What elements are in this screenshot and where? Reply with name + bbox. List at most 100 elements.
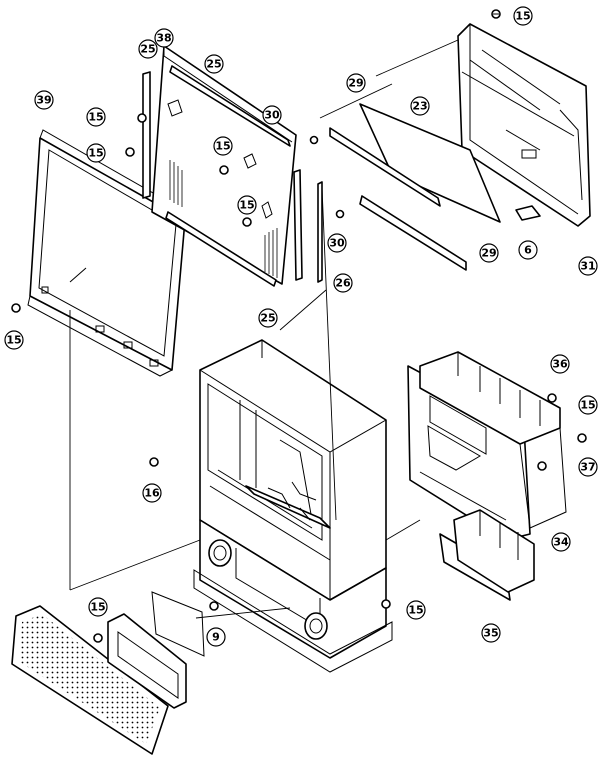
callout-label: 38 xyxy=(156,32,171,45)
callout-label: 15 xyxy=(515,10,530,23)
callout-label: 15 xyxy=(215,140,230,153)
callout-c34: 34 xyxy=(551,532,571,552)
callout-c15f: 15 xyxy=(4,330,24,350)
callout-c29a: 29 xyxy=(346,73,366,93)
callout-label: 15 xyxy=(239,199,254,212)
callout-label: 15 xyxy=(408,604,423,617)
callout-circle xyxy=(88,597,108,617)
callout-circle xyxy=(513,6,533,26)
callout-label: 6 xyxy=(524,244,532,257)
callout-circle xyxy=(213,136,233,156)
callout-label: 23 xyxy=(412,100,427,113)
callout-label: 26 xyxy=(335,277,351,290)
callout-circle xyxy=(481,623,501,643)
callout-c35: 35 xyxy=(481,623,501,643)
callout-circle xyxy=(578,457,598,477)
small-bracket-part xyxy=(515,205,541,221)
mirror-bracket-bottom-part xyxy=(359,195,467,271)
callout-c15c: 15 xyxy=(86,143,106,163)
callout-circle xyxy=(86,143,106,163)
callout-circle xyxy=(578,256,598,276)
callout-circle xyxy=(206,627,226,647)
rear-shelf-part xyxy=(419,351,567,529)
callout-c30a: 30 xyxy=(262,105,282,125)
callout-c15a: 15 xyxy=(513,6,533,26)
callout-circle xyxy=(4,330,24,350)
callout-c15g: 15 xyxy=(578,395,598,415)
callout-c29b: 29 xyxy=(479,243,499,263)
callout-c37: 37 xyxy=(578,457,598,477)
mirror-part xyxy=(359,103,501,223)
callout-c31: 31 xyxy=(578,256,598,276)
callout-circle xyxy=(518,240,538,260)
callout-label: 36 xyxy=(552,358,568,371)
left-speaker-part xyxy=(208,539,232,567)
callout-label: 30 xyxy=(329,237,345,250)
callout-circle xyxy=(333,273,353,293)
assembly-lines xyxy=(69,39,459,619)
callout-circle xyxy=(551,532,571,552)
callout-circle xyxy=(406,600,426,620)
callout-label: 15 xyxy=(90,601,105,614)
callout-circle xyxy=(237,195,257,215)
callout-label: 39 xyxy=(36,94,51,107)
callout-label: 9 xyxy=(212,631,220,644)
lower-panel-part xyxy=(439,509,535,601)
callout-c9: 9 xyxy=(206,627,226,647)
frame-strip-top-part xyxy=(169,65,291,147)
callout-c39: 39 xyxy=(34,90,54,110)
callout-c25b: 25 xyxy=(204,54,224,74)
callout-label: 29 xyxy=(481,247,496,260)
right-speaker-part xyxy=(304,612,328,640)
callout-circle xyxy=(138,39,158,59)
callout-circle xyxy=(578,395,598,415)
callout-label: 35 xyxy=(483,627,498,640)
callout-circle xyxy=(327,233,347,253)
callout-circle xyxy=(410,96,430,116)
frame-strip-right-part xyxy=(293,169,323,283)
callout-c25a: 25 xyxy=(138,39,158,59)
callout-c25c: 25 xyxy=(258,308,278,328)
callout-c15i: 15 xyxy=(406,600,426,620)
callout-label: 25 xyxy=(140,43,155,56)
callout-circle xyxy=(550,354,570,374)
callout-c6: 6 xyxy=(518,240,538,260)
callout-circle xyxy=(154,28,174,48)
callout-c26: 26 xyxy=(333,273,353,293)
callout-circle xyxy=(204,54,224,74)
callout-label: 15 xyxy=(6,334,21,347)
callout-circle xyxy=(479,243,499,263)
callout-c15b: 15 xyxy=(86,107,106,127)
callout-c15h: 15 xyxy=(88,597,108,617)
mirror-bracket-top-part xyxy=(329,127,441,207)
callout-circle xyxy=(86,107,106,127)
callout-circle xyxy=(142,483,162,503)
callout-circle xyxy=(346,73,366,93)
callout-c15d: 15 xyxy=(213,136,233,156)
callout-circle xyxy=(262,105,282,125)
callout-c15e: 15 xyxy=(237,195,257,215)
callout-c36: 36 xyxy=(550,354,570,374)
speaker-grille-part xyxy=(11,605,169,755)
callout-label: 34 xyxy=(553,536,569,549)
callout-label: 25 xyxy=(206,58,221,71)
callout-c16: 16 xyxy=(142,483,162,503)
callout-c23: 23 xyxy=(410,96,430,116)
callout-label: 29 xyxy=(348,77,363,90)
callout-label: 30 xyxy=(264,109,280,122)
callout-label: 31 xyxy=(580,260,595,273)
callout-label: 37 xyxy=(580,461,595,474)
callout-circle xyxy=(258,308,278,328)
frame-strip-bottom-part xyxy=(165,211,277,287)
callout-c38: 38 xyxy=(154,28,174,48)
callout-label: 16 xyxy=(144,487,160,500)
screws xyxy=(11,9,587,643)
callout-label: 15 xyxy=(88,147,103,160)
frame-strip-side-part xyxy=(142,71,151,199)
callout-label: 25 xyxy=(260,312,275,325)
speaker-frame-part xyxy=(107,591,205,709)
callout-label: 15 xyxy=(580,399,595,412)
